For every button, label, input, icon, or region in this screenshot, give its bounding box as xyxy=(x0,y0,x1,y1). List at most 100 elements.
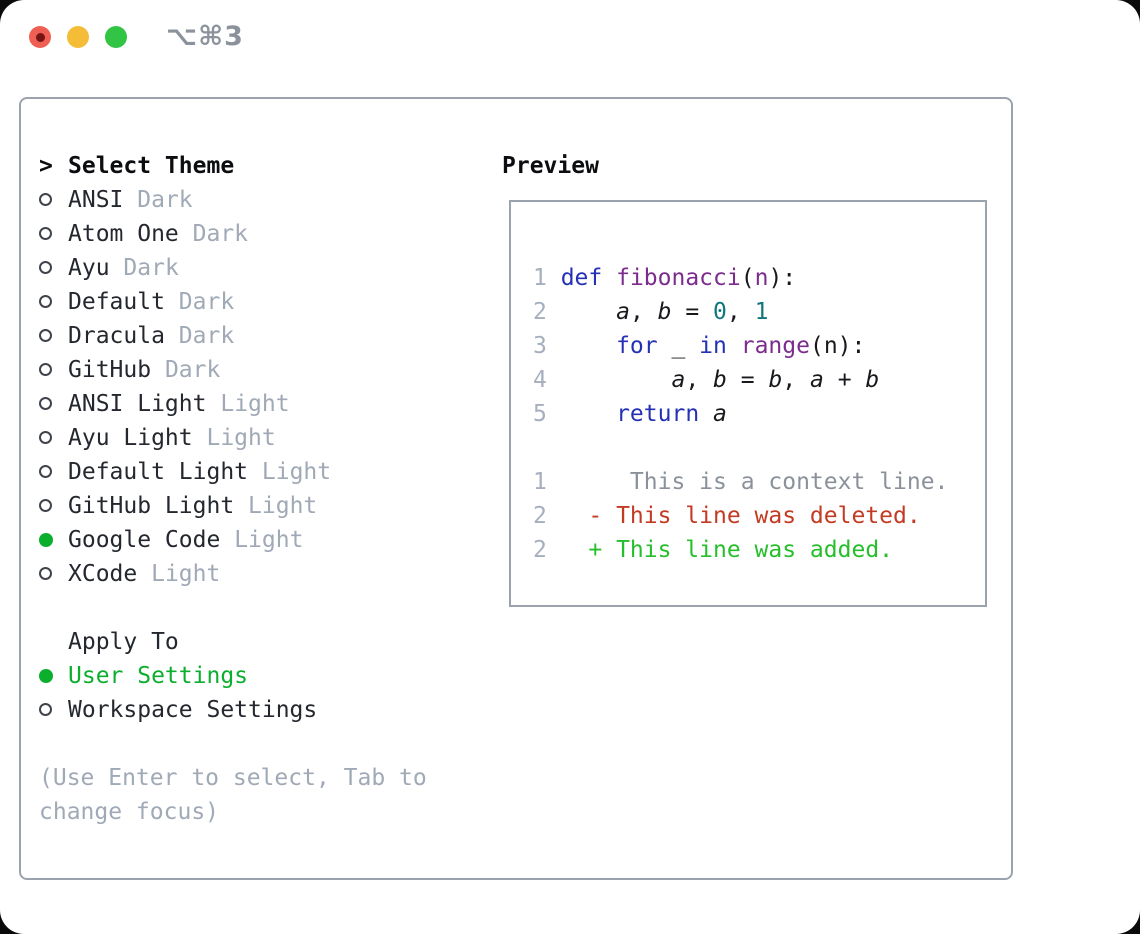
theme-variant-label: Light xyxy=(220,391,290,417)
code-token-var: a xyxy=(616,299,630,325)
code-token-pl xyxy=(727,333,741,359)
radio-unselected-icon xyxy=(39,421,68,455)
theme-option-label: Default Light xyxy=(68,459,249,485)
theme-option-ayu[interactable]: Ayu Dark xyxy=(39,251,427,285)
radio-unselected-icon xyxy=(39,251,68,285)
code-token-var: b xyxy=(713,367,727,393)
theme-variant-label: Dark xyxy=(123,255,179,281)
theme-option-label: ANSI xyxy=(68,187,124,213)
line-number: 5 xyxy=(533,401,547,427)
theme-option-dracula[interactable]: Dracula Dark xyxy=(39,319,427,353)
preview-line: 2 a, b = 0, 1 xyxy=(533,295,985,329)
code-token-kw: in xyxy=(699,333,727,359)
code-token-var: b xyxy=(657,299,672,325)
theme-option-ayu-light[interactable]: Ayu Light Light xyxy=(39,421,427,455)
line-number: 1 xyxy=(533,265,547,291)
hint-text-line-1: (Use Enter to select, Tab to xyxy=(39,765,427,791)
theme-variant-label: Dark xyxy=(192,221,249,247)
code-token-pl: ): xyxy=(768,265,797,291)
code-token-var: b xyxy=(768,367,783,393)
theme-option-xcode[interactable]: XCode Light xyxy=(39,557,427,591)
apply-to-header: Apply To xyxy=(39,625,427,659)
code-token-var: b xyxy=(865,367,880,393)
code-token-pl xyxy=(602,265,616,291)
radio-unselected-icon xyxy=(39,217,68,251)
preview-line: 3 for _ in range(n): xyxy=(533,329,985,363)
theme-option-label: Ayu xyxy=(68,255,110,281)
select-theme-title: Select Theme xyxy=(68,153,235,179)
code-token-fn: fibonacci xyxy=(616,265,741,291)
theme-variant-label: Dark xyxy=(178,289,235,315)
theme-option-label: ANSI Light xyxy=(68,391,207,417)
theme-variant-label: Dark xyxy=(178,323,235,349)
code-token-pl xyxy=(561,333,616,359)
code-token-pl: ( xyxy=(740,265,755,291)
preview-line: 1 This is a context line. xyxy=(533,465,985,499)
theme-option-default[interactable]: Default Dark xyxy=(39,285,427,319)
apply-option-workspace-settings[interactable]: Workspace Settings xyxy=(39,693,427,727)
code-token-pl xyxy=(561,299,616,325)
apply-option-user-settings[interactable]: User Settings xyxy=(39,659,427,693)
radio-selected-icon xyxy=(39,659,68,693)
code-token-kw: return xyxy=(616,401,700,427)
radio-unselected-icon xyxy=(39,489,68,523)
select-theme-header: > Select Theme xyxy=(39,149,427,183)
theme-option-label: GitHub Light xyxy=(68,493,235,519)
hint-text-line-2: change focus) xyxy=(39,799,220,825)
code-token-pl: , xyxy=(782,367,810,393)
theme-option-google-code[interactable]: Google Code Light xyxy=(39,523,427,557)
code-token-ctx: This is a context line. xyxy=(560,469,949,495)
theme-variant-label: Light xyxy=(248,493,318,519)
spacer xyxy=(39,591,427,625)
code-token-pl: = xyxy=(726,367,769,393)
line-number: 3 xyxy=(533,333,547,359)
code-token-pl: = xyxy=(671,299,714,325)
theme-option-atom-one[interactable]: Atom One Dark xyxy=(39,217,427,251)
code-token-pl: + xyxy=(823,367,866,393)
radio-unselected-icon xyxy=(39,353,68,387)
code-token-var: a xyxy=(810,367,824,393)
radio-unselected-icon xyxy=(39,455,68,489)
prompt-cursor-icon: > xyxy=(39,153,53,179)
line-number: 2 xyxy=(533,503,547,529)
preview-line: 2 + This line was added. xyxy=(533,533,985,567)
code-token-pl: , xyxy=(629,299,658,325)
zoom-button[interactable] xyxy=(105,26,127,48)
unsaved-changes-dot xyxy=(35,32,45,42)
code-token-fn: range xyxy=(740,333,810,359)
code-token-pl xyxy=(561,367,672,393)
line-number: 2 xyxy=(533,299,547,325)
code-token-lit: 1 xyxy=(754,299,769,325)
theme-option-default-light[interactable]: Default Light Light xyxy=(39,455,427,489)
theme-variant-label: Light xyxy=(206,425,276,451)
close-button[interactable] xyxy=(29,26,51,48)
apply-option-label: Workspace Settings xyxy=(68,697,318,723)
radio-selected-icon xyxy=(39,523,68,557)
titlebar xyxy=(29,26,127,48)
window-title: ⌥⌘3 xyxy=(166,21,244,52)
theme-option-github[interactable]: GitHub Dark xyxy=(39,353,427,387)
code-token-add: + This line was added. xyxy=(560,537,894,563)
theme-option-ansi[interactable]: ANSI Dark xyxy=(39,183,427,217)
theme-option-github-light[interactable]: GitHub Light Light xyxy=(39,489,427,523)
code-token-var: a xyxy=(713,401,727,427)
preview-line: 5 return a xyxy=(533,397,985,431)
theme-option-label: Dracula xyxy=(68,323,165,349)
apply-option-label: User Settings xyxy=(68,663,249,689)
code-token-pl: _ xyxy=(657,333,700,359)
theme-variant-label: Dark xyxy=(164,357,221,383)
theme-option-label: Google Code xyxy=(68,527,221,553)
code-token-lit: 0 xyxy=(713,299,727,325)
line-number: 2 xyxy=(533,537,547,563)
preview-line: 4 a, b = b, a + b xyxy=(533,363,985,397)
theme-option-ansi-light[interactable]: ANSI Light Light xyxy=(39,387,427,421)
code-token-fn: n xyxy=(754,265,769,291)
preview-line: 2 - This line was deleted. xyxy=(533,499,985,533)
minimize-button[interactable] xyxy=(67,26,89,48)
code-token-pl xyxy=(561,401,616,427)
